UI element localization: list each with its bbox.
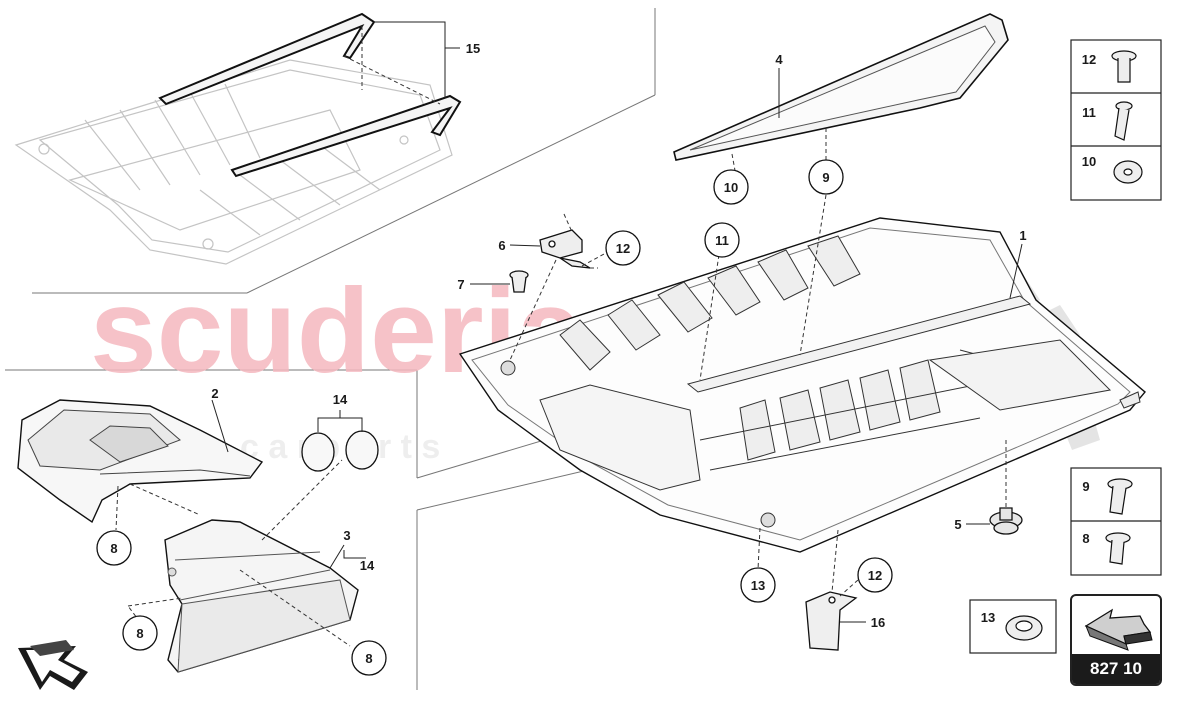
leader-lines-15 bbox=[374, 21, 460, 98]
screw-12-icon bbox=[1111, 50, 1137, 83]
screw-11-icon bbox=[1114, 101, 1133, 141]
part-15-strips bbox=[158, 12, 462, 178]
svg-text:8: 8 bbox=[110, 541, 117, 556]
callout-8-left: 8 bbox=[96, 530, 132, 566]
callout-8-lower: 8 bbox=[122, 615, 158, 651]
reference-page-box: 827 10 bbox=[1070, 594, 1162, 686]
part-6-latch bbox=[539, 229, 591, 269]
part-2-details bbox=[27, 409, 251, 477]
label-5: 5 bbox=[954, 517, 961, 532]
svg-text:9: 9 bbox=[822, 170, 829, 185]
callout-12-bottom: 12 bbox=[857, 557, 893, 593]
box-label-12: 12 bbox=[1082, 52, 1096, 67]
part-16-bracket bbox=[805, 591, 858, 651]
part-3-details bbox=[167, 551, 351, 673]
callout-11: 11 bbox=[704, 222, 740, 258]
label-15: 15 bbox=[466, 41, 480, 56]
washer-10-icon bbox=[1113, 160, 1143, 184]
box-label-9: 9 bbox=[1082, 479, 1089, 494]
callout-9: 9 bbox=[808, 159, 844, 195]
box-label-13: 13 bbox=[981, 610, 995, 625]
part-7-grommet bbox=[509, 270, 529, 293]
callout-10: 10 bbox=[713, 169, 749, 205]
reference-arrow-icon bbox=[1084, 608, 1153, 651]
screw-9-icon bbox=[1107, 478, 1133, 515]
label-7: 7 bbox=[457, 277, 464, 292]
label-3: 3 bbox=[343, 528, 350, 543]
box-label-10: 10 bbox=[1082, 154, 1096, 169]
dashed-15 bbox=[343, 26, 441, 105]
label-14-top: 14 bbox=[333, 392, 348, 407]
part-5-fastener bbox=[989, 507, 1023, 535]
svg-text:10: 10 bbox=[724, 180, 738, 195]
inset-engine-cover-faded bbox=[14, 59, 453, 265]
box-label-8: 8 bbox=[1082, 531, 1089, 546]
svg-text:12: 12 bbox=[616, 241, 630, 256]
watermark-subtitle: c a r p a r t s bbox=[240, 428, 440, 466]
part-1-details bbox=[471, 227, 1141, 541]
label-2: 2 bbox=[211, 386, 218, 401]
label-6: 6 bbox=[498, 238, 505, 253]
label-14-mid: 14 bbox=[360, 558, 375, 573]
grommet-13-icon bbox=[1005, 615, 1043, 641]
callout-8-right: 8 bbox=[351, 640, 387, 676]
part-labels: 1 2 3 4 5 6 7 14 14 15 16 bbox=[211, 41, 1026, 630]
part-4-strip bbox=[673, 13, 1009, 161]
callout-13: 13 bbox=[740, 567, 776, 603]
box-label-11: 11 bbox=[1082, 105, 1096, 120]
reference-page-number: 827 10 bbox=[1072, 654, 1160, 684]
svg-text:12: 12 bbox=[868, 568, 882, 583]
leader-lines bbox=[211, 68, 1023, 623]
svg-text:8: 8 bbox=[136, 626, 143, 641]
parts-box-screws-mid: 9 8 bbox=[1070, 467, 1162, 576]
svg-text:11: 11 bbox=[715, 233, 729, 248]
screw-8-icon bbox=[1105, 532, 1131, 565]
section-dividers bbox=[5, 8, 656, 690]
callout-12-top: 12 bbox=[605, 230, 641, 266]
svg-text:8: 8 bbox=[365, 651, 372, 666]
label-16: 16 bbox=[871, 615, 885, 630]
parts-box-grommet-13: 13 bbox=[969, 599, 1057, 654]
label-4: 4 bbox=[775, 52, 783, 67]
svg-text:13: 13 bbox=[751, 578, 765, 593]
label-1: 1 bbox=[1019, 228, 1026, 243]
callouts: 10 9 11 12 8 8 8 13 12 bbox=[96, 159, 893, 676]
arrow-direction-icon bbox=[18, 640, 88, 690]
parts-box-screws-top: 12 11 10 bbox=[1070, 39, 1162, 201]
